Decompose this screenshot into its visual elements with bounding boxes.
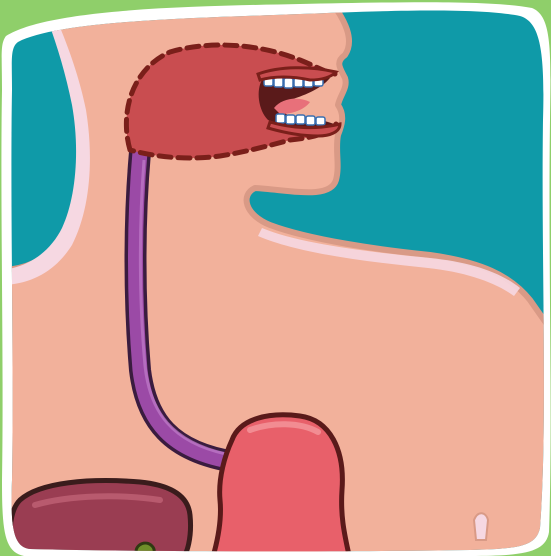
arm-hint (474, 513, 488, 540)
liver (10, 481, 191, 556)
upper-lip (258, 68, 336, 80)
stomach (212, 415, 350, 556)
